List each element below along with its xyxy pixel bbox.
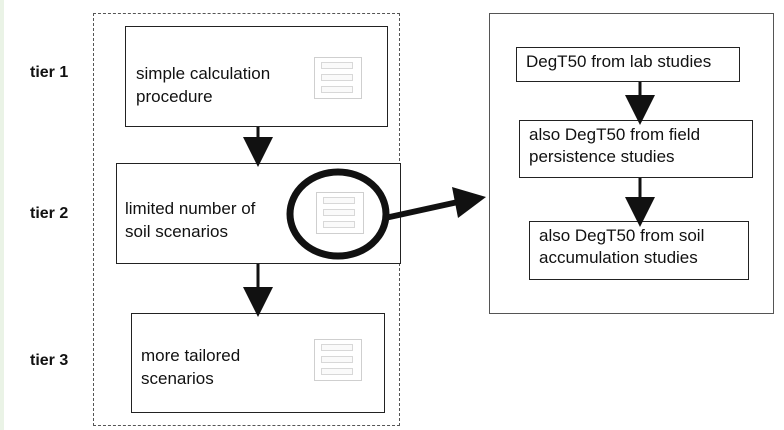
left-edge-strip [0, 0, 4, 430]
tier-3-line-2: scenarios [141, 369, 214, 388]
tier-1-box: simple calculation procedure [125, 26, 388, 127]
detail-step-3-line-1: also DegT50 from soil [539, 226, 705, 245]
detail-panel [489, 13, 774, 314]
flowchart-thumbnail-icon [314, 57, 362, 99]
tier-1-label: tier 1 [30, 64, 69, 81]
detail-step-1-line-1: DegT50 from lab studies [526, 52, 712, 71]
tier-2-label: tier 2 [30, 205, 69, 222]
tier-3-label: tier 3 [30, 352, 69, 369]
detail-step-3-line-2: accumulation studies [539, 248, 698, 267]
tier-2-box: limited number of soil scenarios [116, 163, 401, 264]
detail-step-2-line-2: persistence studies [529, 147, 675, 166]
highlight-circle [286, 168, 390, 260]
detail-step-3: also DegT50 from soil accumulation studi… [529, 221, 749, 280]
tier-2-text: limited number of soil scenarios [125, 197, 255, 243]
tier-3-line-1: more tailored [141, 346, 241, 365]
flowchart-thumbnail-icon [314, 339, 362, 381]
tier-3-text: more tailored scenarios [141, 344, 240, 390]
zoom-arrow-head [452, 187, 486, 218]
detail-step-2-line-1: also DegT50 from field [529, 125, 701, 144]
tier-1-text: simple calculation procedure [136, 62, 270, 108]
tier-1-line-1: simple calculation [136, 64, 271, 83]
tier-3-box: more tailored scenarios [131, 313, 385, 413]
zoom-arrow-shaft [384, 199, 459, 221]
flowchart-thumbnail-icon [316, 192, 364, 234]
tier-2-line-2: soil scenarios [125, 222, 228, 241]
detail-step-1: DegT50 from lab studies [516, 47, 740, 82]
tier-1-line-2: procedure [136, 87, 213, 106]
tier-2-line-1: limited number of [125, 199, 256, 218]
